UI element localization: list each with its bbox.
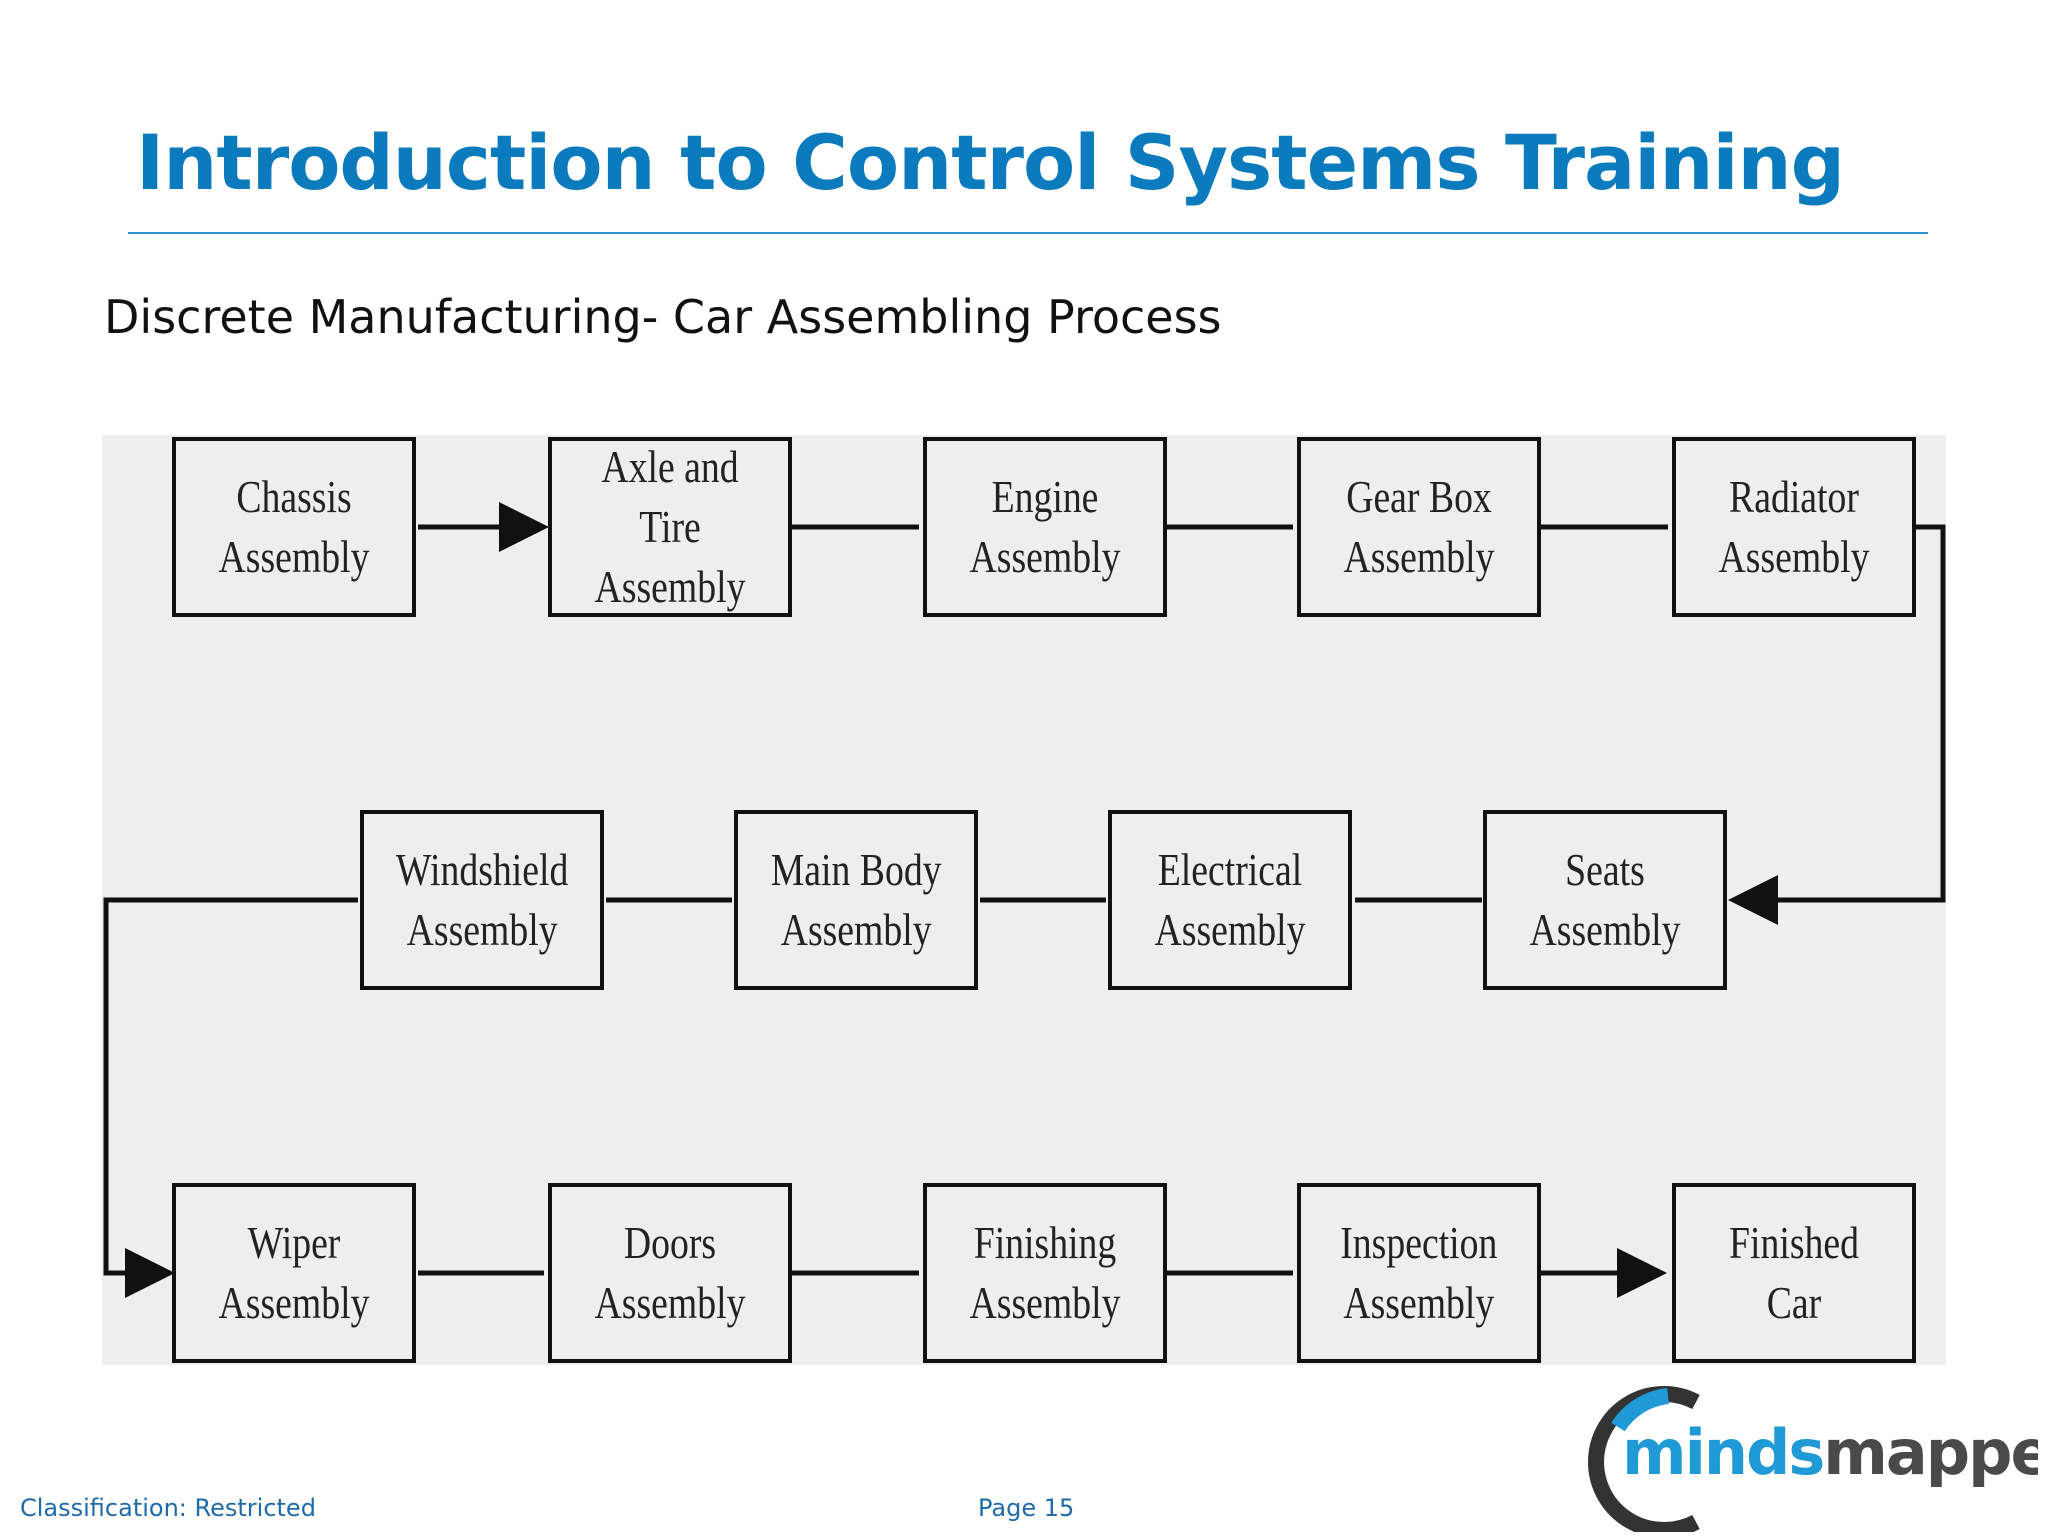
box-seats-assembly: Seats Assembly [1483,810,1727,990]
page-number: Page 15 [978,1494,1075,1522]
title-divider [128,232,1928,234]
box-label: Windshield Assembly [395,844,569,955]
box-label: Finishing Assembly [969,1217,1121,1328]
box-label: Main Body Assembly [770,844,942,955]
box-label: Gear Box Assembly [1343,471,1495,582]
box-label: Chassis Assembly [218,471,370,582]
box-label: Radiator Assembly [1718,471,1870,582]
connector-lines [103,502,1946,1298]
slide-title: Introduction to Control Systems Training [136,118,1845,207]
svg-text:mindsmapped: mindsmapped [1622,1416,2038,1489]
box-finishing-assembly: Finishing Assembly [923,1183,1167,1363]
mindsmapped-logo: mindsmapped [1588,1386,2038,1532]
box-label: Finished Car [1729,1217,1859,1328]
box-wiper-assembly: Wiper Assembly [172,1183,416,1363]
box-doors-assembly: Doors Assembly [548,1183,792,1363]
box-label: Wiper Assembly [218,1217,370,1328]
box-inspection-assembly: Inspection Assembly [1297,1183,1541,1363]
logo-text-dark: mapped [1823,1416,2038,1489]
box-engine-assembly: Engine Assembly [923,437,1167,617]
box-electrical-assembly: Electrical Assembly [1108,810,1352,990]
box-windshield-assembly: Windshield Assembly [360,810,604,990]
box-label: Doors Assembly [594,1217,746,1328]
box-gear-box-assembly: Gear Box Assembly [1297,437,1541,617]
box-main-body-assembly: Main Body Assembly [734,810,978,990]
arrow-windshield-to-wiper [103,897,358,1298]
logo-text-blue: minds [1622,1416,1823,1489]
process-flow-diagram: Chassis Assembly Axle and Tire Assembly … [102,435,1946,1365]
box-chassis-assembly: Chassis Assembly [172,437,416,617]
arrow-radiator-to-seats [1728,524,1946,925]
box-label: Axle and Tire Assembly [594,441,746,612]
box-finished-car: Finished Car [1672,1183,1916,1363]
box-radiator-assembly: Radiator Assembly [1672,437,1916,617]
logo-ring-accent [1611,1388,1670,1432]
box-label: Inspection Assembly [1340,1217,1498,1328]
classification-label: Classification: Restricted [20,1494,316,1522]
box-label: Electrical Assembly [1154,844,1306,955]
box-axle-and-tire-assembly: Axle and Tire Assembly [548,437,792,617]
box-label: Seats Assembly [1529,844,1681,955]
box-label: Engine Assembly [969,471,1121,582]
slide-subtitle: Discrete Manufacturing- Car Assembling P… [104,290,1222,344]
